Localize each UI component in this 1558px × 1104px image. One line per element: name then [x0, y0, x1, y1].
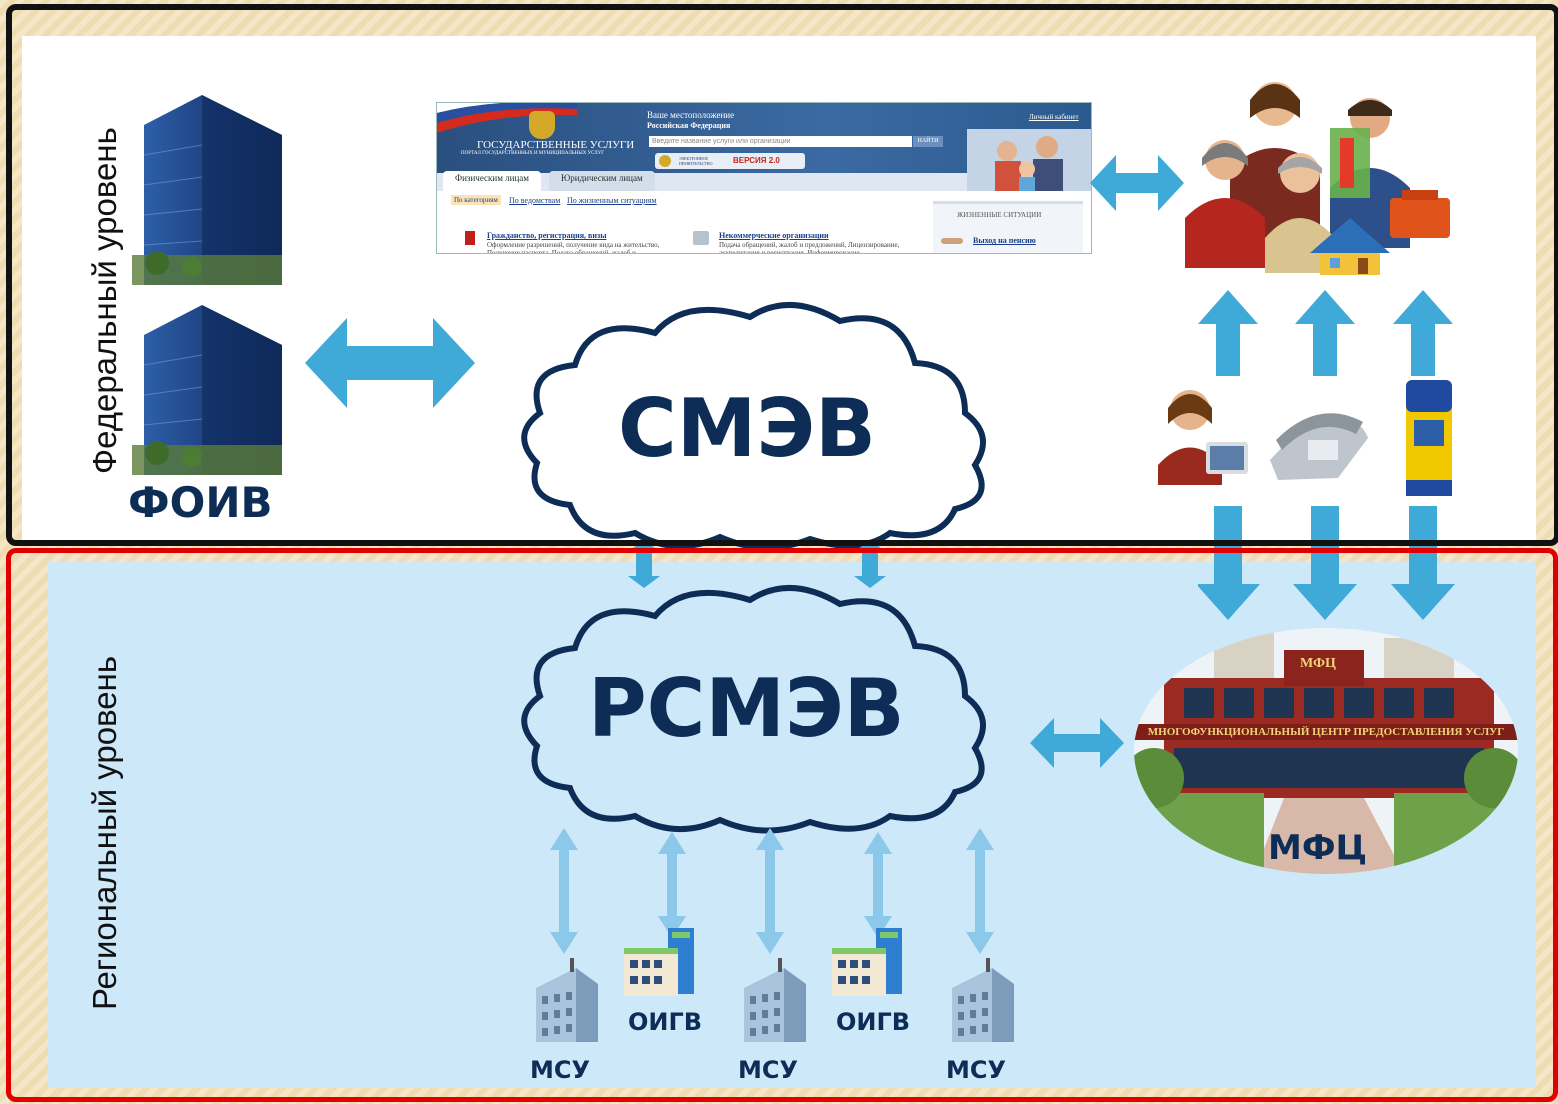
pension-icon — [941, 238, 963, 244]
citizens-group-icon — [1185, 82, 1450, 275]
egov-label: ЭЛЕКТРОННОЕ ПРАВИТЕЛЬСТВО — [679, 156, 713, 166]
coat-of-arms-icon — [529, 111, 555, 139]
passport-icon — [465, 231, 475, 245]
oigv-building-icon — [832, 928, 902, 996]
mfc-building-photo: МНОГОФУНКЦИОНАЛЬНЫЙ ЦЕНТР ПРЕДОСТАВЛЕНИЯ… — [1134, 628, 1518, 874]
mfc-facade-sign: МНОГОФУНКЦИОНАЛЬНЫЙ ЦЕНТР ПРЕДОСТАВЛЕНИЯ… — [1147, 726, 1505, 738]
arrow-down-icon — [1293, 506, 1357, 620]
egov-version: ВЕРСИЯ 2.0 — [733, 156, 780, 165]
payment-terminal-icon — [1406, 380, 1452, 496]
woman-older-icon — [1185, 140, 1265, 268]
smev-label: СМЭВ — [618, 382, 877, 475]
tab-individuals[interactable]: Физическим лицам — [443, 171, 541, 193]
regional-level-frame — [6, 548, 1558, 1102]
arrow-up-icon — [1393, 290, 1453, 376]
rsmev-cloud-icon — [521, 584, 986, 834]
oigv-label: ОИГВ — [836, 1008, 911, 1036]
up-arrows-to-citizens — [1198, 290, 1453, 376]
rsmev-label: РСМЭВ — [588, 662, 905, 755]
grandmother-icon — [1265, 153, 1335, 273]
arrow-vertical-icon — [864, 832, 892, 938]
smev-cloud-icon — [521, 301, 986, 551]
double-arrow-rsmev-mfc — [1030, 718, 1124, 768]
call-center-operator-icon — [1158, 390, 1248, 485]
toolbox-icon — [1390, 190, 1450, 238]
building-icon — [132, 95, 282, 285]
telephone-icon — [1270, 413, 1368, 480]
portal-body: По категориям По ведомствам По жизненным… — [437, 191, 1091, 253]
portal-search-button[interactable]: НАЙТИ — [913, 136, 943, 147]
arrow-vertical-icon — [550, 828, 578, 954]
msu-label: МСУ — [946, 1056, 1006, 1084]
mfc-roof-sign: МФЦ — [1300, 656, 1336, 671]
pension-link[interactable]: Выход на пенсию — [973, 236, 1036, 245]
arrow-up-icon — [1295, 290, 1355, 376]
oigv-building-icon — [624, 928, 694, 996]
portal-location[interactable]: Российская Федерация — [647, 121, 731, 130]
filter-categories[interactable]: По категориям — [451, 195, 501, 205]
mfc-label: МФЦ — [1268, 828, 1368, 868]
portal-subtitle: ПОРТАЛ ГОСУДАРСТВЕННЫХ И МУНИЦИПАЛЬНЫХ У… — [461, 151, 605, 156]
portal-personal-cabinet-link[interactable]: Личный кабинет — [1029, 113, 1079, 121]
contact-channels-icon — [1158, 380, 1452, 496]
filter-life-situations[interactable]: По жизненным ситуациям — [567, 196, 657, 205]
filter-departments[interactable]: По ведомствам — [509, 196, 561, 205]
arrow-down-icon — [1198, 506, 1260, 620]
msu-building-icon — [536, 958, 598, 1042]
msu-label: МСУ — [530, 1056, 590, 1084]
arrow-vertical-icon — [756, 828, 784, 954]
service-ngo-text: Подача обращений, жалоб и предложений, Л… — [719, 241, 900, 254]
mfc-building-icon — [1134, 628, 1518, 874]
arrow-down-icon — [1391, 506, 1455, 620]
ngo-icon — [693, 231, 709, 245]
gosuslugi-portal-screenshot: Ваше местоположение Российская Федерация… — [436, 102, 1092, 254]
portal-search-input[interactable]: Введите название услуги или организации — [649, 136, 912, 147]
service-citizenship-text: Оформление разрешений, получение вида на… — [487, 241, 660, 254]
rsmev-local-arrows — [550, 828, 994, 954]
service-citizenship-link[interactable]: Гражданство, регистрация, визы — [487, 231, 607, 240]
foiv-buildings-icon — [132, 95, 282, 475]
msu-building-icon — [952, 958, 1014, 1042]
arrow-up-icon — [1198, 290, 1258, 376]
arrow-vertical-icon — [658, 832, 686, 938]
house-icon — [1310, 218, 1390, 275]
federal-level-frame — [6, 4, 1558, 546]
msu-building-icon — [744, 958, 806, 1042]
double-arrow-portal-citizens — [1090, 155, 1184, 211]
life-situations-title: ЖИЗНЕННЫЕ СИТУАЦИИ — [957, 211, 1042, 219]
double-arrow-foiv-smev — [305, 318, 475, 408]
oigv-label: ОИГВ — [628, 1008, 703, 1036]
portal-title: ГОСУДАРСТВЕННЫЕ УСЛУГИ — [477, 139, 635, 151]
msu-label: МСУ — [738, 1056, 798, 1084]
service-ngo-link[interactable]: Некоммерческие организации — [719, 231, 829, 240]
foiv-label: ФОИВ — [128, 478, 273, 527]
life-situations-box: ЖИЗНЕННЫЕ СИТУАЦИИ Выход на пенсию — [933, 201, 1083, 253]
building-icon — [132, 305, 282, 475]
down-arrows-to-mfc — [1198, 506, 1455, 620]
egov-emblem-icon — [659, 155, 671, 167]
tab-legal-entities[interactable]: Юридическим лицам — [549, 171, 655, 193]
portal-location-prefix: Ваше местоположение — [647, 110, 735, 120]
egov-banner: ЭЛЕКТРОННОЕ ПРАВИТЕЛЬСТВО ВЕРСИЯ 2.0 — [655, 153, 805, 169]
arrow-vertical-icon — [966, 828, 994, 954]
